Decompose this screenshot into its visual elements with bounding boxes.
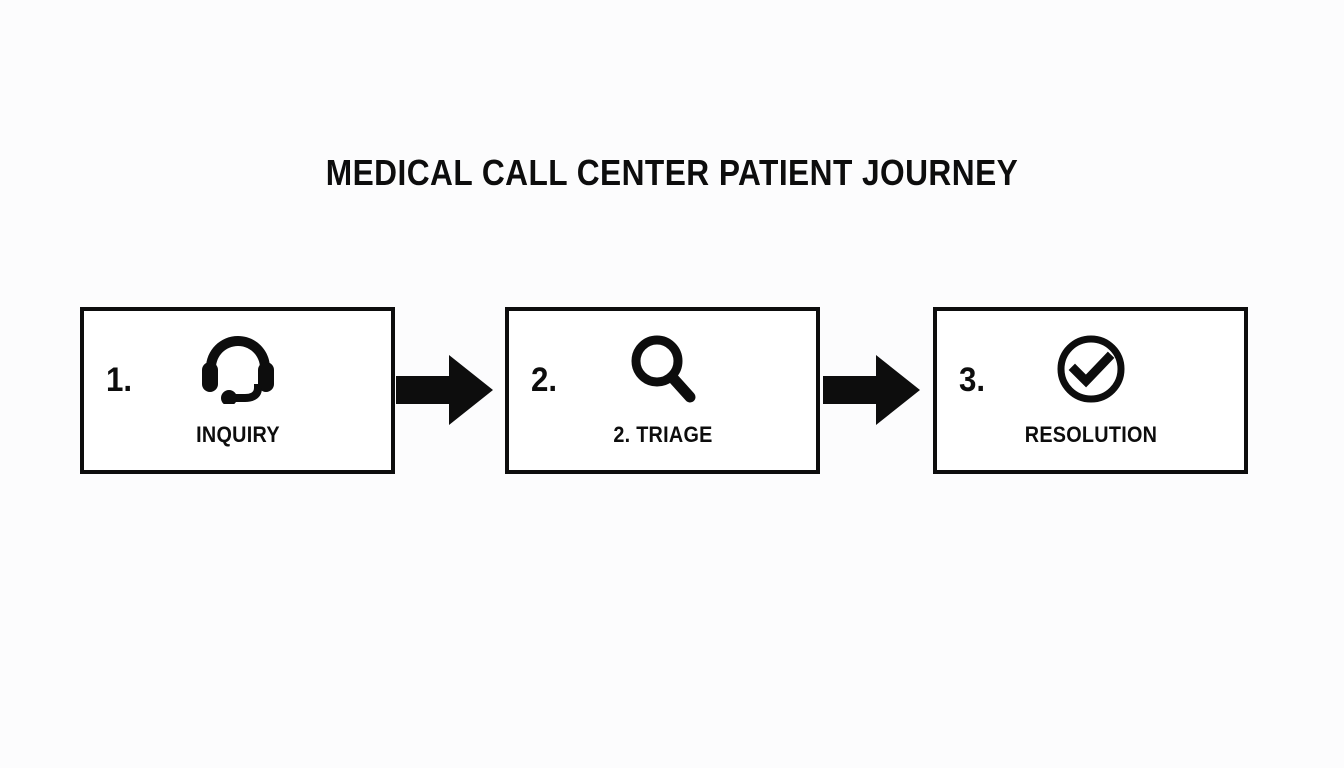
step-number: 3.	[959, 361, 986, 399]
check-circle-icon	[1051, 331, 1131, 407]
page-title: MEDICAL CALL CENTER PATIENT JOURNEY	[325, 152, 1019, 193]
step-number: 2.	[531, 361, 558, 399]
step-box-inquiry[interactable]: 1. INQUIRY	[80, 307, 395, 474]
step-box-triage[interactable]: 2. 2. TRIAGE	[505, 307, 820, 474]
step-label: RESOLUTION	[1024, 422, 1157, 447]
arrow-right-icon	[823, 355, 920, 425]
step-box-resolution[interactable]: 3. RESOLUTION	[933, 307, 1248, 474]
headset-icon	[198, 331, 278, 407]
arrow-right-icon	[396, 355, 493, 425]
step-number: 1.	[106, 361, 133, 399]
step-label: 2. TRIAGE	[612, 422, 713, 447]
step-label: INQUIRY	[195, 422, 280, 447]
magnifier-icon	[623, 331, 703, 407]
